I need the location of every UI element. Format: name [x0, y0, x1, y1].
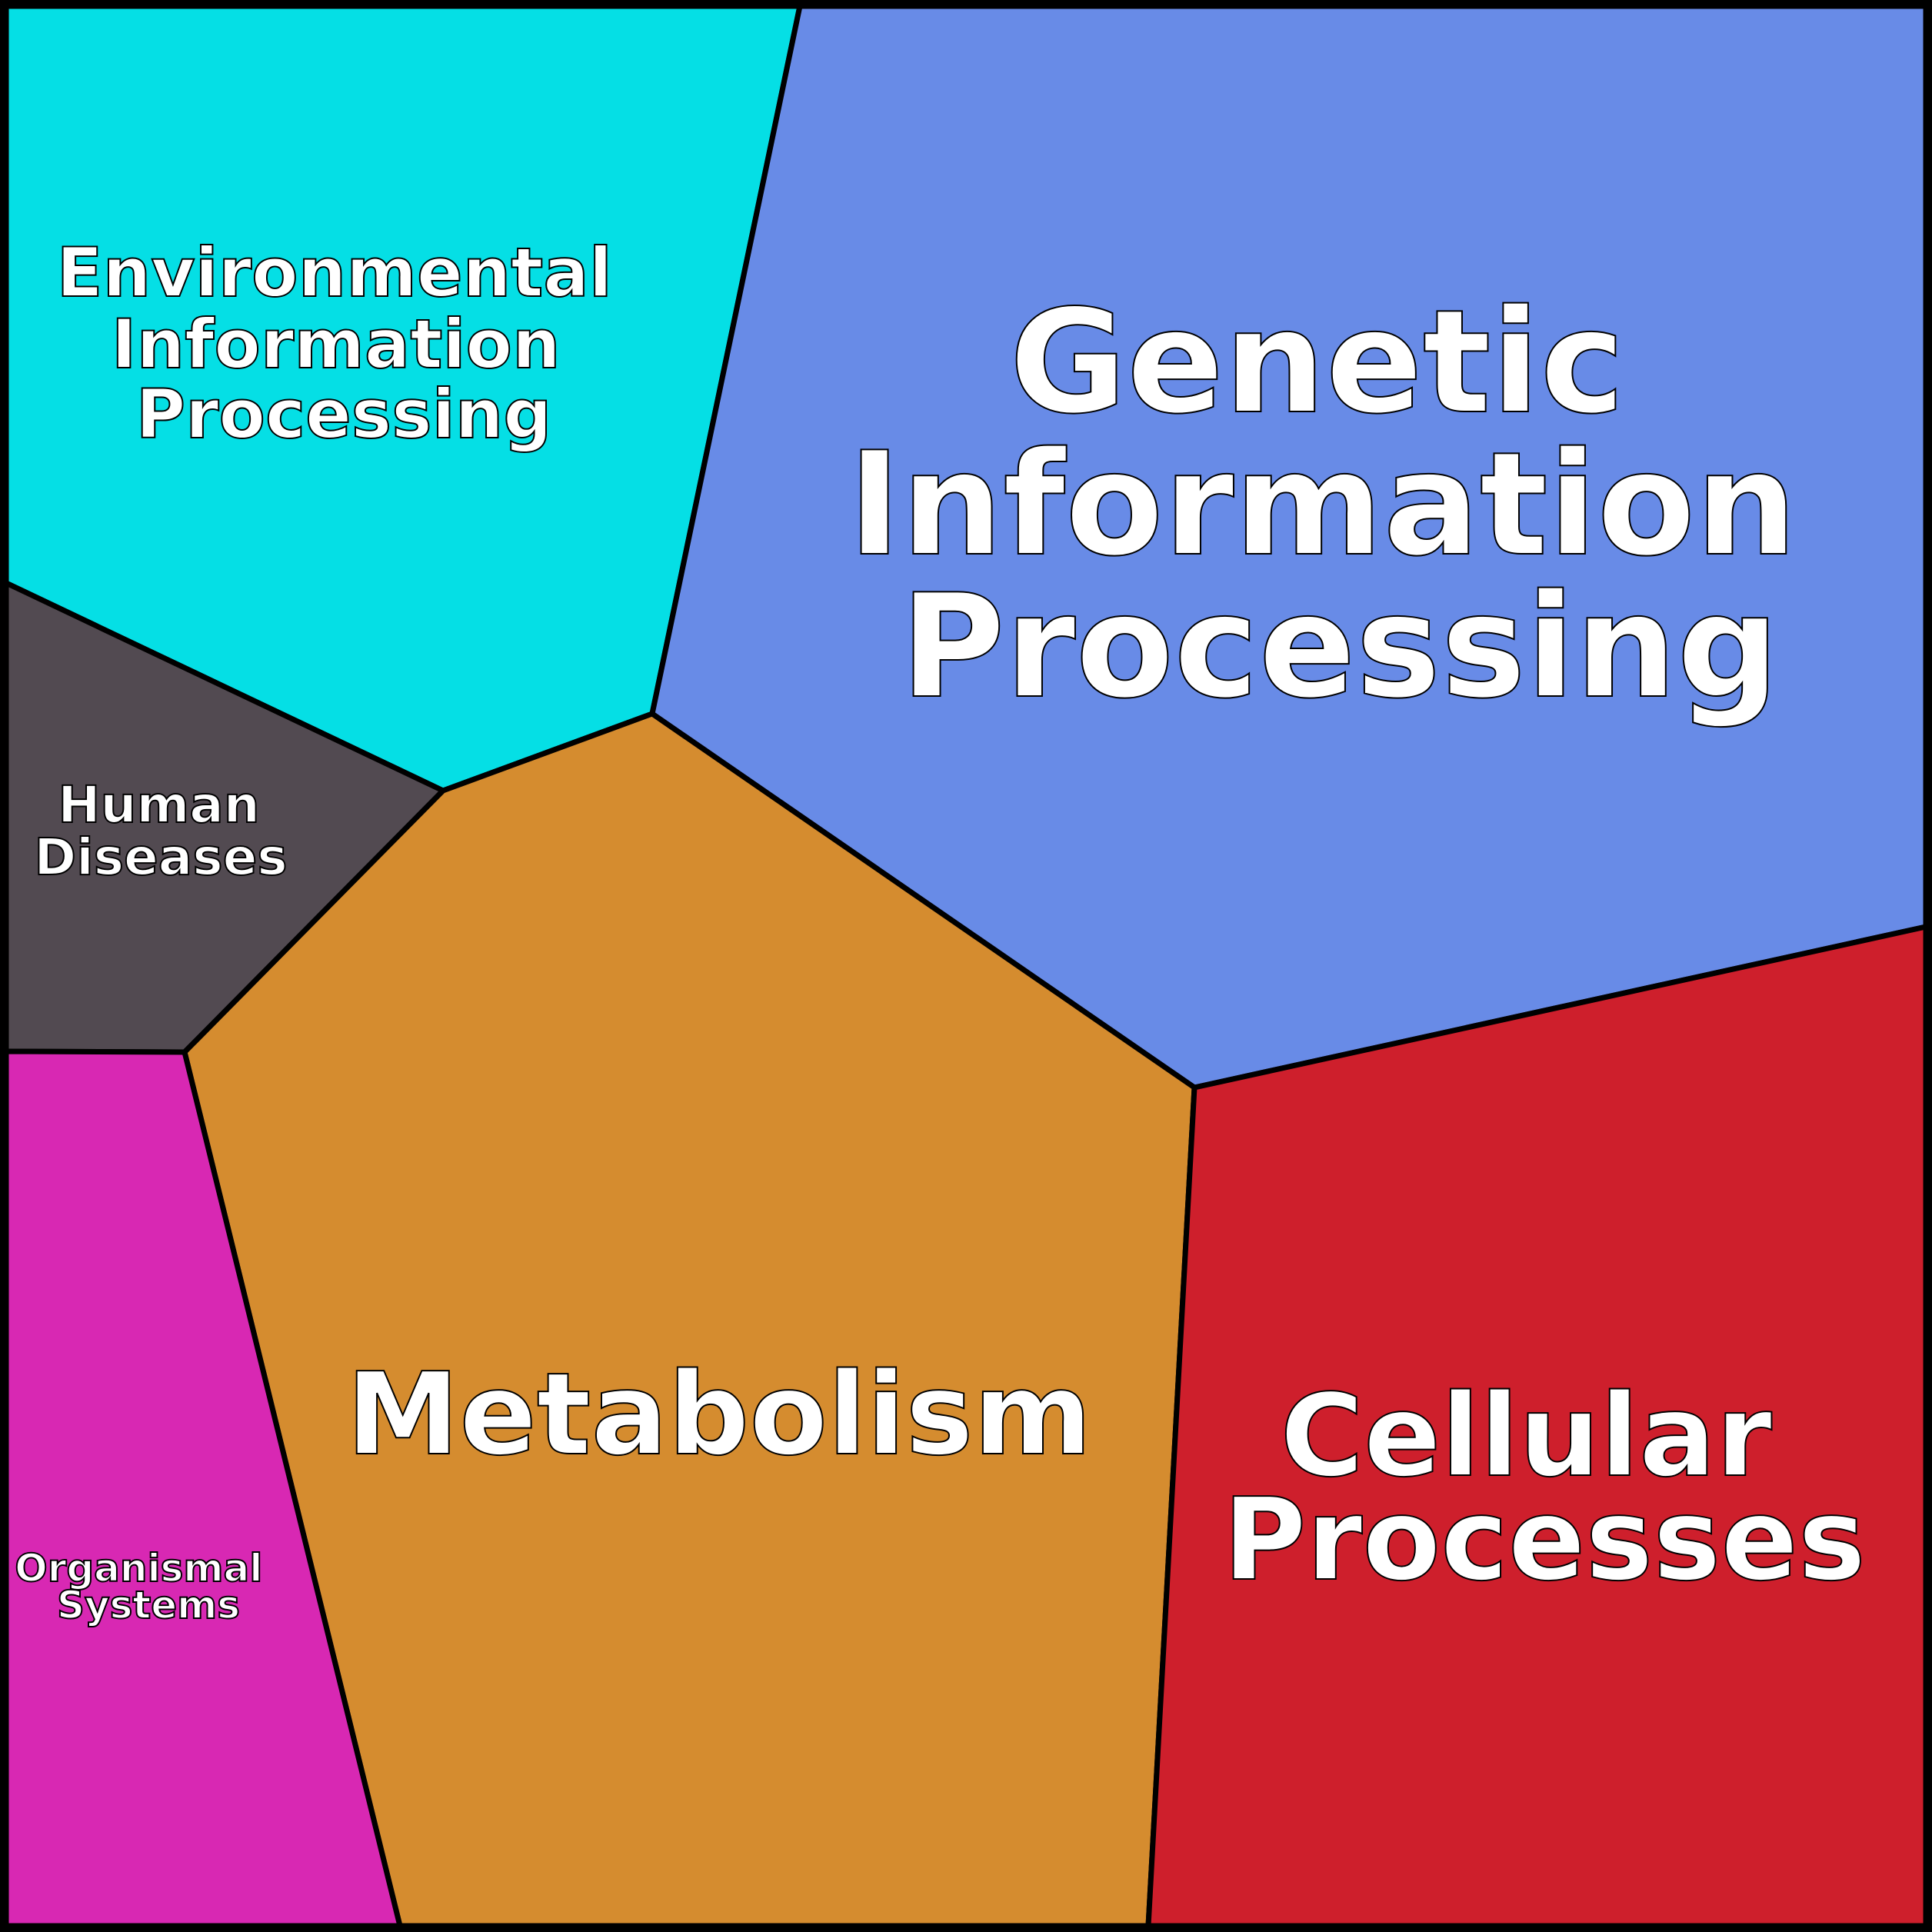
label-human-diseases: Human Diseases	[34, 775, 287, 887]
label-environmental: Environmental Information Processing	[56, 233, 635, 454]
label-cellular: Cellular Processes	[1223, 1370, 1866, 1606]
label-metabolism: Metabolism	[346, 1348, 1092, 1481]
label-genetic: Genetic Information Processing	[848, 278, 1847, 730]
label-organismal: Organismal Systems	[15, 1546, 276, 1627]
